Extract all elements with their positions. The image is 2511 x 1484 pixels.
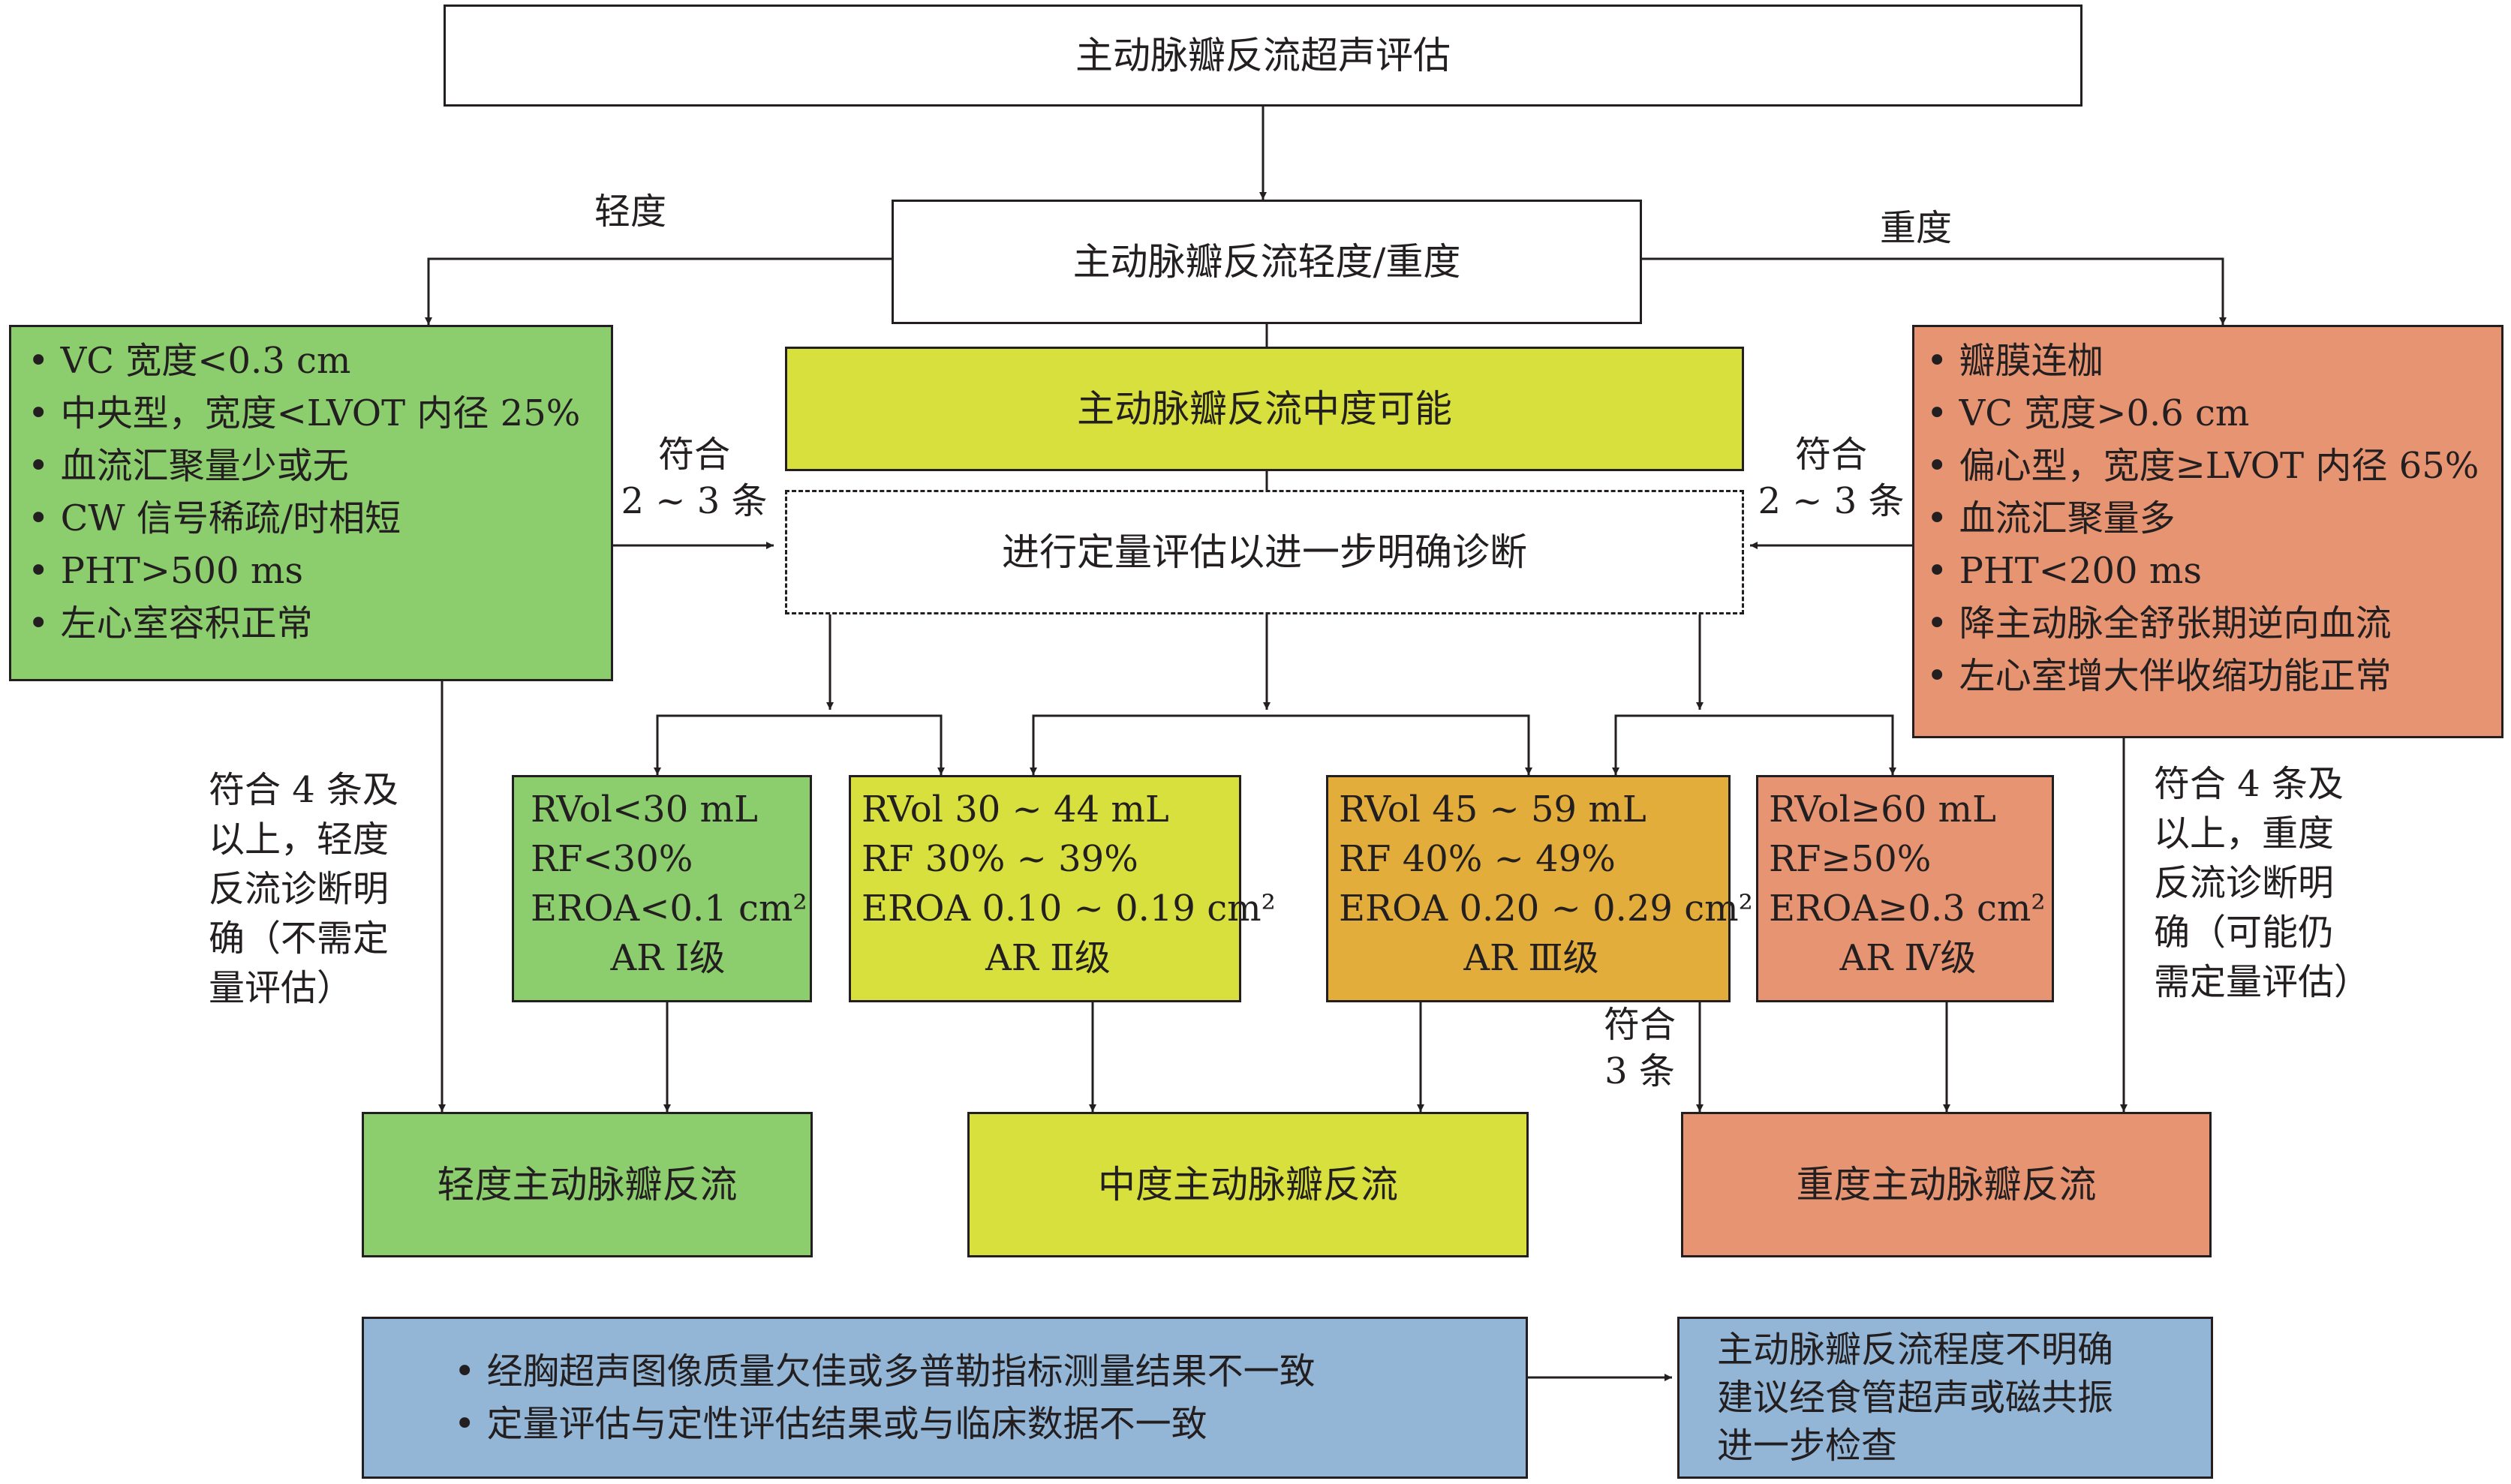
- severity-question-text: 主动脉瓣反流轻度/重度: [1072, 240, 1461, 284]
- grade-rvol: RVol 45 ~ 59 mL: [1339, 789, 1646, 831]
- mild-criterion: 左心室容积正常: [28, 597, 606, 650]
- split-right: [1614, 714, 1896, 775]
- title-text: 主动脉瓣反流超声评估: [1075, 34, 1451, 77]
- grade-label: AR Ⅳ级: [1839, 937, 1977, 979]
- split-center: [1032, 714, 1532, 775]
- mild-criterion: 血流汇聚量少或无: [28, 440, 606, 492]
- grade-rf: RF 30% ~ 39%: [862, 838, 1138, 880]
- grade-box-1: RVol<30 mL RF<30% EROA<0.1 cm² AR Ⅰ级: [512, 775, 812, 1002]
- grade-eroa: EROA 0.10 ~ 0.19 cm²: [862, 888, 1276, 930]
- arrow-to-mild-criteria: [425, 257, 892, 325]
- outcome-mild-box: 轻度主动脉瓣反流: [362, 1112, 813, 1257]
- meets-2-3-left-label: 符合 2 ~ 3 条: [621, 434, 768, 522]
- severe-criterion: 降主动脉全舒张期逆向血流: [1926, 597, 2497, 650]
- arrow-to-severe-criteria: [1642, 257, 2227, 325]
- outcome-mild-text: 轻度主动脉瓣反流: [437, 1163, 738, 1206]
- mild-criteria-list: VC 宽度<0.3 cm 中央型，宽度<LVOT 内径 25% 血流汇聚量少或无…: [28, 335, 606, 650]
- moderate-possible-box: 主动脉瓣反流中度可能: [785, 347, 1744, 471]
- meets-2-3-right-label: 符合 2 ~ 3 条: [1758, 434, 1905, 522]
- mild-criterion: CW 信号稀疏/时相短: [28, 492, 606, 545]
- grade-rf: RF<30%: [531, 838, 693, 880]
- grade-eroa: EROA 0.20 ~ 0.29 cm²: [1339, 888, 1753, 930]
- bottom-result-box: 主动脉瓣反流程度不明确 建议经食管超声或磁共振 进一步检查: [1677, 1317, 2213, 1479]
- grade-label: AR Ⅱ级: [985, 937, 1111, 979]
- title-box: 主动脉瓣反流超声评估: [444, 5, 2082, 107]
- grade-label: AR Ⅲ级: [1463, 937, 1599, 979]
- bottom-condition: 定量评估与定性评估结果或与临床数据不一致: [454, 1398, 1316, 1450]
- meets-3-label: 符合 3 条: [1603, 1004, 1676, 1092]
- grade-rvol: RVol≥60 mL: [1769, 789, 1996, 831]
- grade-eroa: EROA<0.1 cm²: [531, 888, 807, 930]
- branch-label-mild: 轻度: [594, 191, 667, 233]
- grade-rf: RF≥50%: [1769, 838, 1932, 880]
- severe-criteria-box: 瓣膜连枷 VC 宽度>0.6 cm 偏心型，宽度≥LVOT 内径 65% 血流汇…: [1912, 325, 2503, 738]
- bottom-result-line: 主动脉瓣反流程度不明确: [1717, 1329, 2114, 1371]
- outcome-severe-box: 重度主动脉瓣反流: [1681, 1112, 2212, 1257]
- mild-direct-diagnosis-note: 符合 4 条及 以上，轻度 反流诊断明 确（不需定 量评估）: [209, 769, 399, 1009]
- outcome-severe-text: 重度主动脉瓣反流: [1796, 1163, 2097, 1206]
- grade-box-4: RVol≥60 mL RF≥50% EROA≥0.3 cm² AR Ⅳ级: [1756, 775, 2054, 1002]
- bottom-result-line: 进一步检查: [1717, 1425, 1898, 1467]
- bottom-result-line: 建议经食管超声或磁共振: [1717, 1377, 2114, 1419]
- quantitative-step-box: 进行定量评估以进一步明确诊断: [785, 490, 1744, 614]
- outcome-moderate-text: 中度主动脉瓣反流: [1098, 1163, 1398, 1206]
- mild-criterion: 中央型，宽度<LVOT 内径 25%: [28, 387, 606, 440]
- grade-rvol: RVol 30 ~ 44 mL: [862, 789, 1169, 831]
- grade-rf: RF 40% ~ 49%: [1339, 838, 1616, 880]
- quantitative-step-text: 进行定量评估以进一步明确诊断: [1002, 530, 1527, 574]
- outcome-moderate-box: 中度主动脉瓣反流: [967, 1112, 1529, 1257]
- grade-label: AR Ⅰ级: [610, 937, 726, 979]
- mild-criterion: VC 宽度<0.3 cm: [28, 335, 606, 387]
- grade-box-2: RVol 30 ~ 44 mL RF 30% ~ 39% EROA 0.10 ~…: [849, 775, 1276, 1002]
- grade-box-3: RVol 45 ~ 59 mL RF 40% ~ 49% EROA 0.20 ~…: [1326, 775, 1753, 1002]
- severe-criterion: PHT<200 ms: [1926, 545, 2497, 597]
- bottom-conditions-box: 经胸超声图像质量欠佳或多普勒指标测量结果不一致 定量评估与定性评估结果或与临床数…: [362, 1317, 1528, 1479]
- bottom-condition: 经胸超声图像质量欠佳或多普勒指标测量结果不一致: [454, 1345, 1316, 1398]
- grade-eroa: EROA≥0.3 cm²: [1769, 888, 2046, 930]
- severe-criterion: 偏心型，宽度≥LVOT 内径 65%: [1926, 440, 2497, 492]
- severe-criterion: 血流汇聚量多: [1926, 492, 2497, 545]
- split-left: [656, 714, 945, 775]
- severe-criterion: 左心室增大伴收缩功能正常: [1926, 650, 2497, 702]
- severe-criterion: 瓣膜连枷: [1926, 335, 2497, 387]
- branch-label-severe: 重度: [1880, 207, 1953, 249]
- mild-criterion: PHT>500 ms: [28, 545, 606, 597]
- severe-criteria-list: 瓣膜连枷 VC 宽度>0.6 cm 偏心型，宽度≥LVOT 内径 65% 血流汇…: [1926, 335, 2497, 702]
- severe-direct-diagnosis-note: 符合 4 条及 以上，重度 反流诊断明 确（可能仍 需定量评估）: [2154, 763, 2371, 1003]
- grade-rvol: RVol<30 mL: [531, 789, 758, 831]
- mild-criteria-box: VC 宽度<0.3 cm 中央型，宽度<LVOT 内径 25% 血流汇聚量少或无…: [9, 325, 613, 681]
- moderate-possible-text: 主动脉瓣反流中度可能: [1077, 387, 1452, 431]
- severity-question-box: 主动脉瓣反流轻度/重度: [892, 200, 1642, 324]
- severe-criterion: VC 宽度>0.6 cm: [1926, 387, 2497, 440]
